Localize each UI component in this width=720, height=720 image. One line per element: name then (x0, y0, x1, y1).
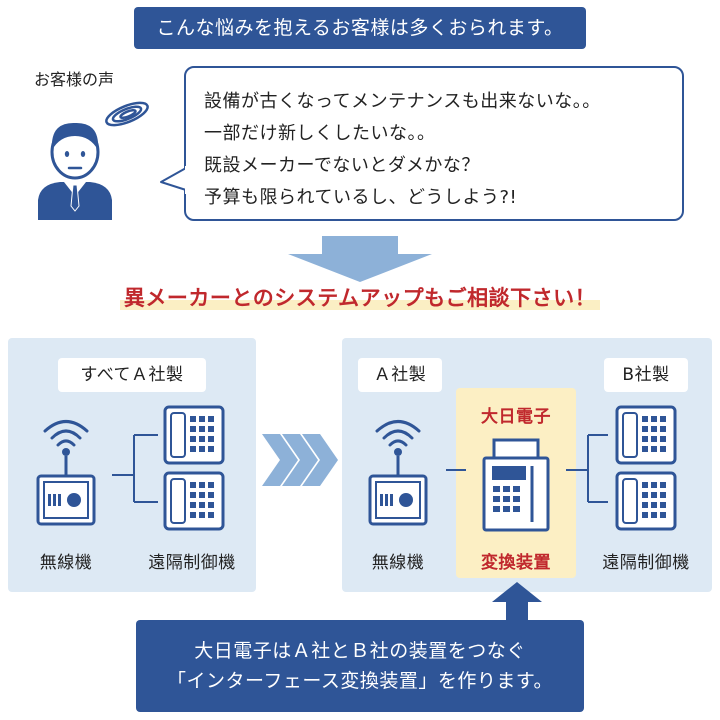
footer-explanation: 大日電子はＡ社とＢ社の装置をつなぐ 「インターフェース変換装置」を作ります。 (136, 620, 584, 712)
up-arrow-icon (492, 582, 542, 622)
before-remote-label: 遠隔制御機 (148, 553, 236, 573)
down-arrow-icon (288, 236, 432, 282)
connector-lines (566, 434, 608, 503)
connector-lines (112, 434, 158, 503)
company-name: 大日電子 (481, 407, 551, 427)
worry-swirl-icon (105, 101, 149, 127)
radio-device-icon (36, 420, 96, 526)
customer-voice-label: お客様の声 (34, 70, 115, 89)
voice-line-1: 設備が古くなってメンテナンスも出来ないな。。 (204, 91, 601, 112)
before-title: すべてＡ社製 (58, 358, 206, 392)
tagline-text: 異メーカーとのシステムアップもご相談下さい！ (119, 286, 601, 310)
tagline: 異メーカーとのシステムアップもご相談下さい！ (0, 282, 720, 312)
remote-control-phone-icon (615, 405, 677, 531)
footer-line-1: 大日電子はＡ社とＢ社の装置をつなぐ (194, 640, 526, 662)
converter-label: 変換装置 (481, 553, 551, 573)
voice-line-4: 予算も限られているし、どうしよう?! (204, 187, 518, 208)
converter-device-icon (482, 438, 550, 532)
chevron-right-icon (262, 434, 338, 486)
before-radio-label: 無線機 (39, 553, 93, 573)
speech-bubble-tail (160, 166, 189, 194)
after-radio-label: 無線機 (371, 553, 425, 573)
speech-bubble: 設備が古くなってメンテナンスも出来ないな。。 一部だけ新しくしたいな。。 既設メ… (184, 66, 684, 221)
after-b-title: B社製 (604, 358, 688, 392)
radio-to-converter-line (446, 469, 466, 471)
voice-line-2: 一部だけ新しくしたいな。。 (204, 123, 436, 144)
remote-control-phone-icon (163, 405, 225, 531)
footer-line-2: 「インターフェース変換装置」を作ります。 (166, 670, 553, 692)
radio-device-icon (368, 420, 428, 526)
after-remote-label: 遠隔制御機 (602, 553, 690, 573)
worried-customer-icon (38, 101, 149, 220)
header-banner: こんな悩みを抱えるお客様は多くおられます。 (134, 7, 586, 49)
voice-line-3: 既設メーカーでないとダメかな？ (204, 155, 480, 176)
after-a-title: Ａ社製 (358, 358, 442, 392)
